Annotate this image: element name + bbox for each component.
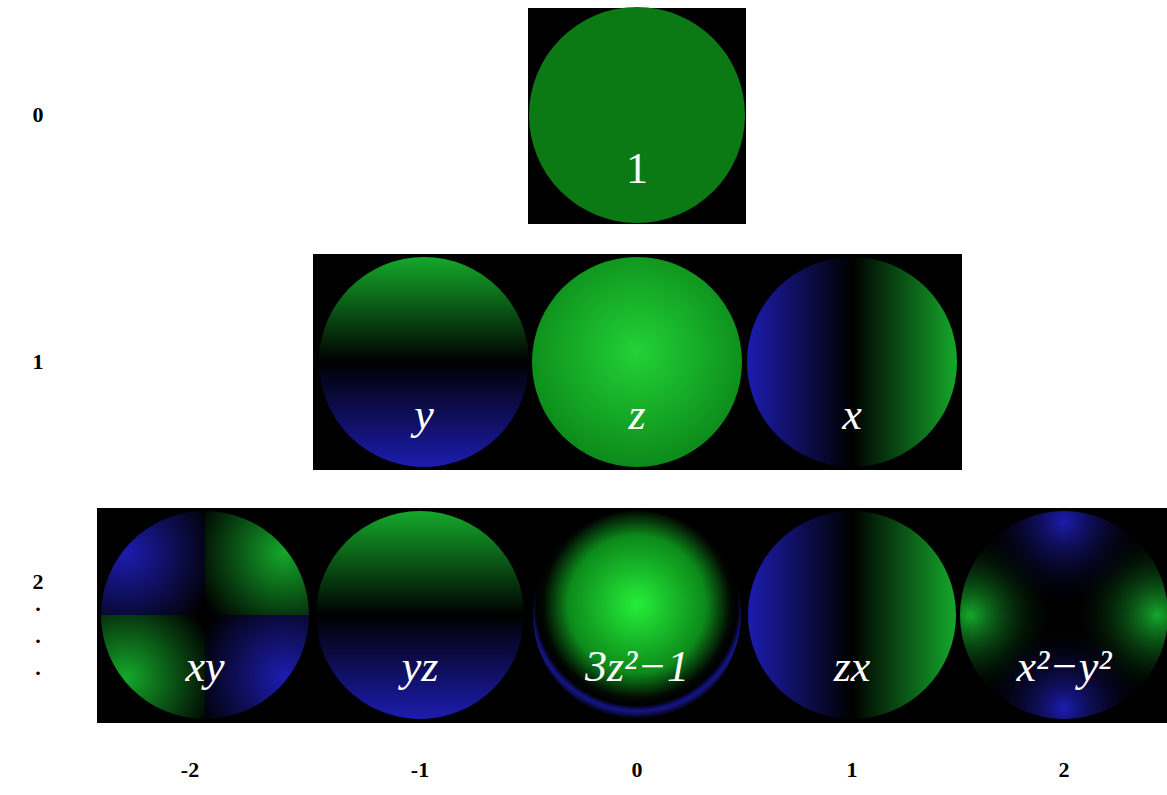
- order-label: 2: [1059, 759, 1070, 781]
- harmonic-circle: z: [532, 257, 742, 467]
- function-label: zx: [834, 645, 871, 689]
- harmonic-circle: yz: [316, 511, 524, 719]
- function-label: xy: [185, 645, 224, 689]
- function-label: yz: [402, 645, 439, 689]
- harmonic-circle: zx: [748, 511, 956, 719]
- function-label: 3z²−1: [585, 645, 689, 689]
- panel: [528, 8, 746, 224]
- harmonic-circle: xy: [101, 511, 309, 719]
- function-label: 1: [626, 147, 648, 191]
- order-label: 1: [847, 759, 858, 781]
- function-label: x: [842, 393, 862, 437]
- function-label: z: [628, 393, 645, 437]
- panel: [97, 508, 1167, 723]
- harmonic-circle: x: [747, 257, 957, 467]
- harmonic-circle: y: [319, 257, 529, 467]
- order-label: -1: [411, 759, 429, 781]
- continuation-dot: .: [35, 657, 41, 679]
- function-label: y: [414, 393, 434, 437]
- order-label: 0: [632, 759, 643, 781]
- panel: [313, 254, 962, 470]
- degree-label: 1: [33, 351, 44, 373]
- harmonic-circle: 1: [529, 7, 745, 223]
- order-label: -2: [181, 759, 199, 781]
- degree-label: 2: [33, 571, 44, 593]
- harmonic-circle: x²−y²: [960, 511, 1167, 719]
- continuation-dot: .: [35, 593, 41, 615]
- function-label: x²−y²: [1016, 645, 1111, 689]
- degree-label: 0: [33, 104, 44, 126]
- harmonic-circle: 3z²−1: [533, 511, 741, 719]
- continuation-dot: .: [35, 625, 41, 647]
